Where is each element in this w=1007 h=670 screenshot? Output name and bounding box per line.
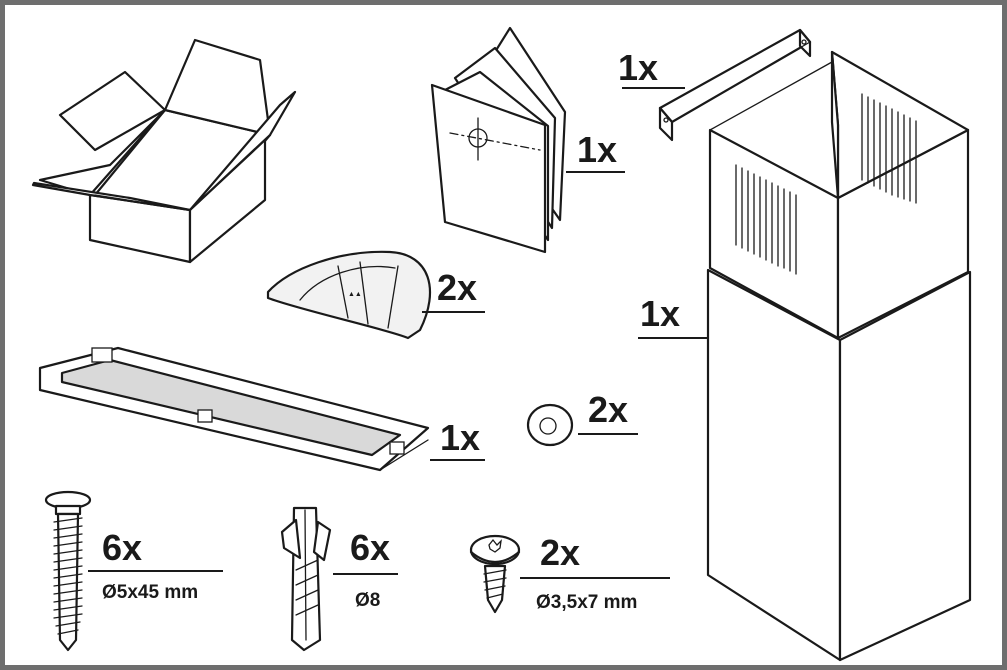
vent-qty: 2x: [437, 267, 477, 308]
cardboard-box-icon: [31, 38, 297, 264]
vent-cover-icon: ▲▲: [266, 250, 432, 340]
chimney-qty: 1x: [640, 293, 680, 334]
small-screw-spec: Ø3,5x7 mm: [536, 592, 637, 613]
washer-icon: [526, 403, 574, 447]
wood-screw-spec: Ø5x45 mm: [102, 582, 198, 603]
wall-plug-spec: Ø8: [355, 590, 380, 611]
small-screw-qty: 2x: [540, 532, 580, 573]
instruction-manual-icon: [430, 26, 567, 254]
small-screw-icon: [469, 534, 521, 614]
frame-qty: 1x: [440, 417, 480, 458]
wall-plug-icon: [280, 506, 332, 652]
mounting-frame-icon: [38, 346, 430, 472]
washer-qty: 2x: [588, 389, 628, 430]
wood-screw-icon: [44, 490, 92, 652]
chimney-cover-icon: [706, 50, 972, 662]
bracket-qty: 1x: [618, 47, 658, 88]
wood-screw-qty: 6x: [102, 527, 142, 568]
manual-qty: 1x: [577, 129, 617, 170]
wall-bracket-icon: [658, 28, 812, 142]
vent-embossed-mark: ▲▲: [348, 291, 362, 298]
wall-plug-qty: 6x: [350, 527, 390, 568]
